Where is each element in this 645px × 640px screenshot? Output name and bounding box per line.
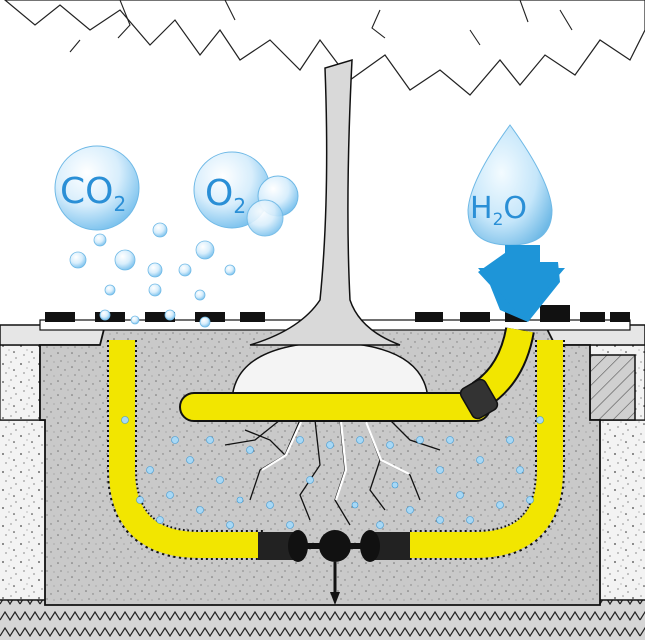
bedrock-band bbox=[0, 600, 645, 640]
o2-bubble: O2 bbox=[193, 151, 299, 237]
pipe-coupling bbox=[258, 530, 410, 605]
tree-trunk bbox=[249, 58, 401, 346]
aeration-pipe bbox=[179, 392, 491, 422]
h2o-label: H2O bbox=[470, 191, 527, 230]
rising-bubbles bbox=[69, 222, 236, 328]
co2-label: CO2 bbox=[60, 171, 126, 216]
co2-bubble: CO2 bbox=[54, 145, 140, 231]
soil-water-drops bbox=[121, 416, 544, 529]
o2-label: O2 bbox=[205, 173, 246, 218]
kerb-right bbox=[589, 354, 636, 421]
water-drop-icon: H2O bbox=[467, 124, 553, 246]
